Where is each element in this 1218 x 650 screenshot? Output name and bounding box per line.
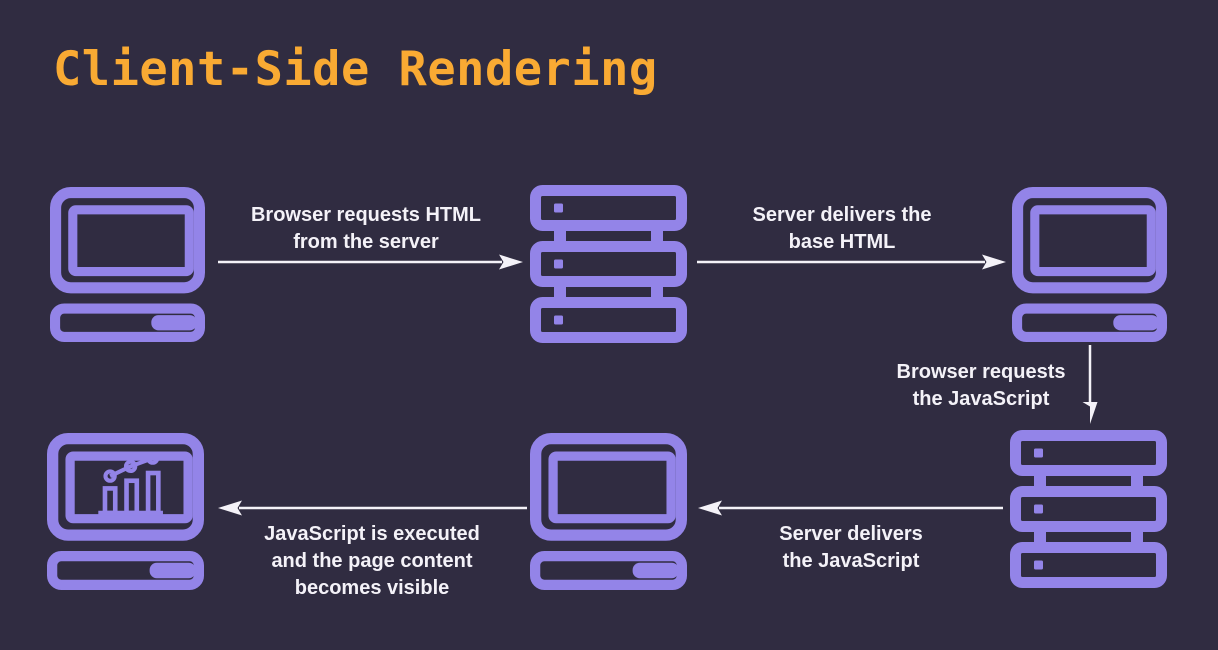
step-label-browser-requests-javascript: Browser requests the JavaScript (896, 361, 1066, 410)
server-icon (530, 185, 687, 343)
step-label-server-delivers-javascript: Server delivers the JavaScript (779, 523, 923, 572)
arrow-right-icon (218, 254, 523, 270)
arrow-left-icon (218, 500, 527, 516)
computer-icon (50, 187, 205, 342)
computer-chart-icon (47, 433, 204, 590)
server-icon (1010, 430, 1167, 588)
computer-icon (530, 433, 687, 590)
step-label-browser-requests-html: Browser requests HTML from the server (250, 204, 482, 253)
page-title: Client-Side Rendering (53, 42, 658, 97)
step-label-javascript-executed: JavaScript is executed and the page cont… (264, 523, 480, 599)
computer-icon (1012, 187, 1167, 342)
arrow-down-icon (1082, 345, 1098, 424)
arrow-right-icon (697, 254, 1006, 270)
arrow-left-icon (698, 500, 1003, 516)
step-label-server-delivers-base-html: Server delivers the base HTML (752, 204, 932, 253)
